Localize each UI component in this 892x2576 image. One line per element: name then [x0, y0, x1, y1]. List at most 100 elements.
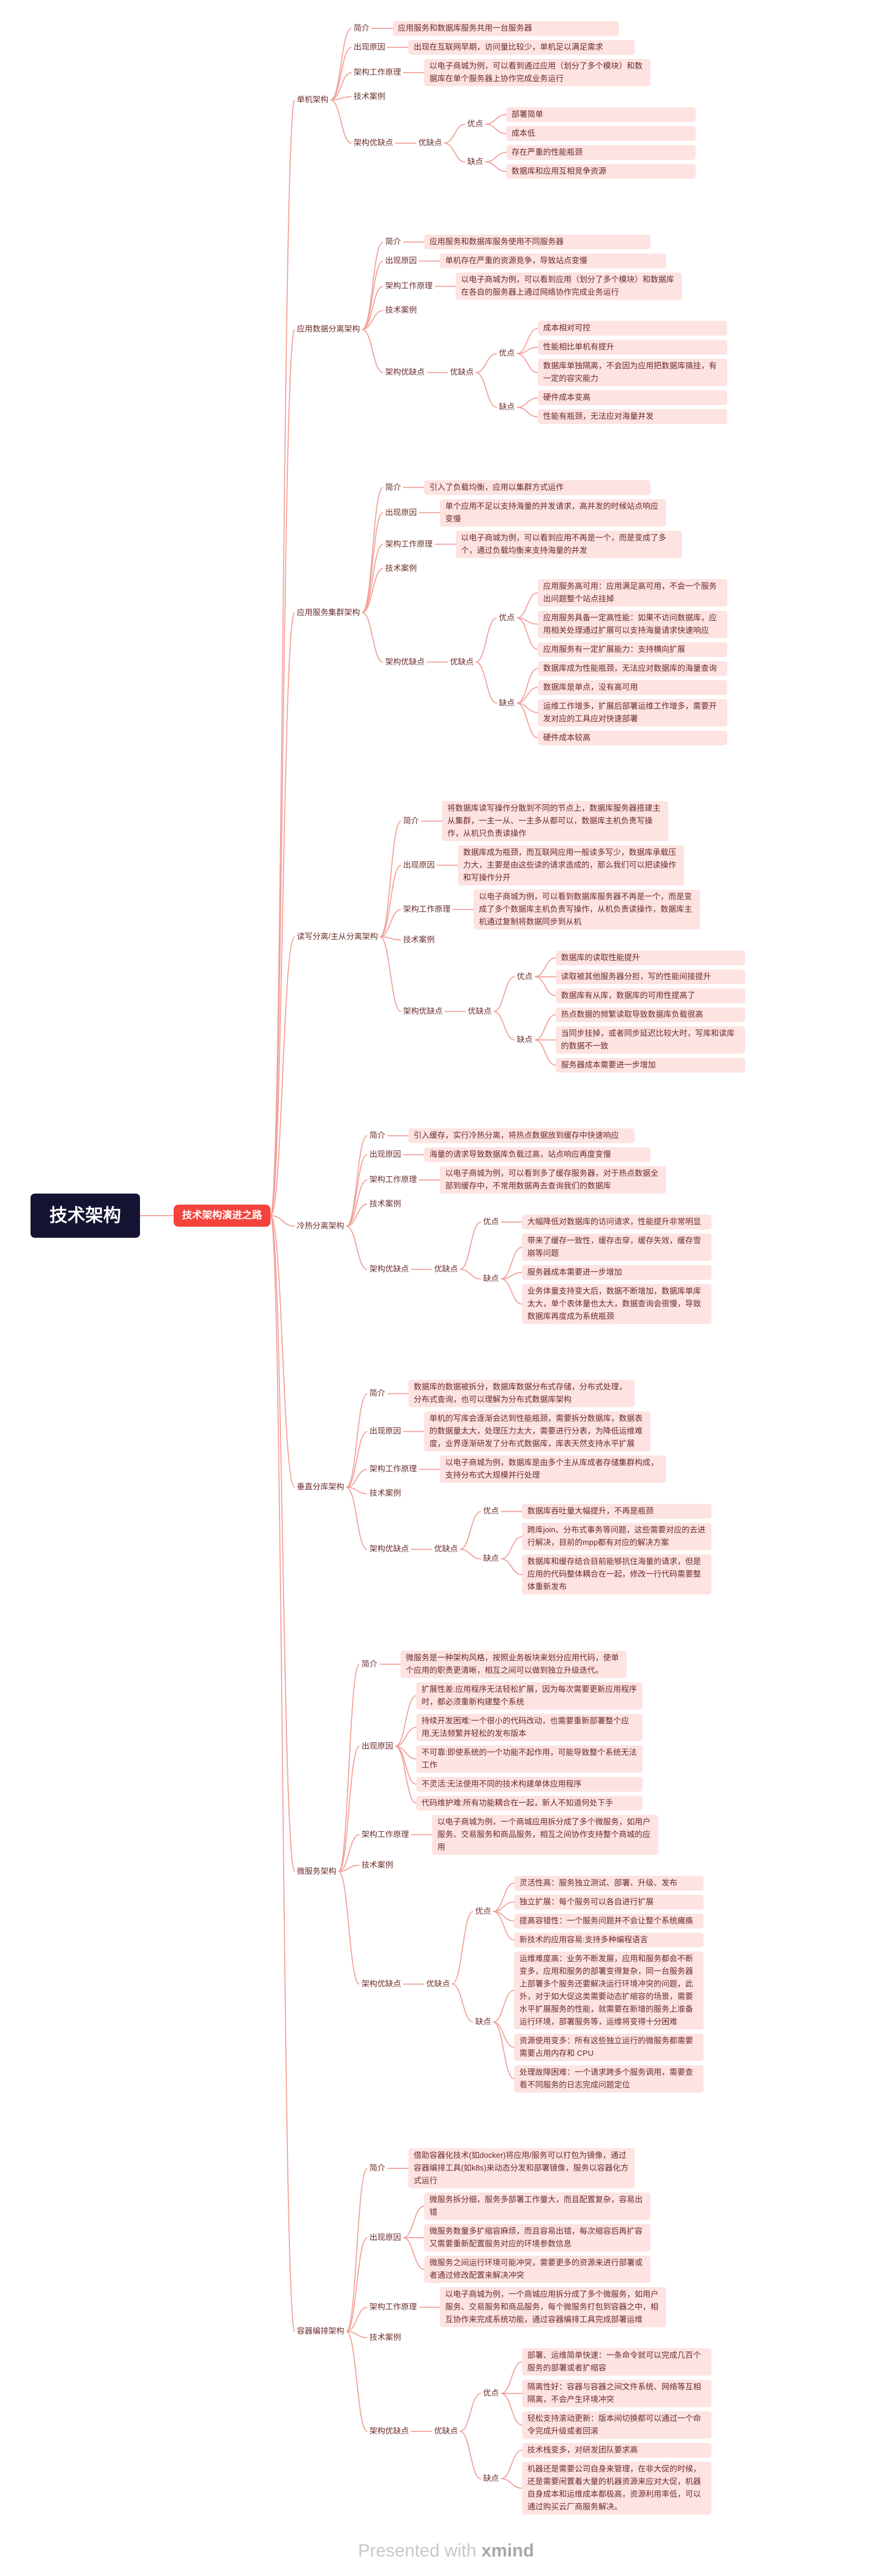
- node-detail[interactable]: 热点数据的频繁读取导致数据库负载很高: [556, 1007, 745, 1022]
- node-detail[interactable]: 成本低: [506, 126, 696, 141]
- node-detail[interactable]: 应用服务和数据库服务使用不同服务器: [424, 235, 650, 250]
- node-topic[interactable]: 简介: [369, 1389, 386, 1398]
- node-topic[interactable]: 优点: [499, 613, 515, 622]
- node-detail[interactable]: 部署简单: [506, 107, 696, 122]
- main-topic[interactable]: 技术架构演进之路: [174, 1205, 271, 1227]
- node-topic[interactable]: 容器编排架构: [297, 2327, 345, 2336]
- node-detail[interactable]: 引入了负载均衡，应用以集群方式运作: [424, 480, 650, 495]
- node-detail[interactable]: 以电子商城为例，可以看到应用不再是一个，而是变成了多个，通过负载均衡来支持海量的…: [456, 530, 682, 558]
- node-detail[interactable]: 单机存在严重的资源竞争，导致站点变慢: [440, 254, 666, 269]
- node-topic[interactable]: 架构优缺点: [369, 2427, 409, 2436]
- node-detail[interactable]: 以电子商城为例，数据库是由多个主从库成者存储集群构成，支持分布式大规模并行处理: [440, 1456, 666, 1483]
- node-topic[interactable]: 缺点: [499, 402, 515, 412]
- node-topic[interactable]: 冷热分离架构: [297, 1221, 345, 1231]
- node-topic[interactable]: 架构优缺点: [362, 1979, 402, 1988]
- node-topic[interactable]: 缺点: [475, 2017, 492, 2026]
- node-detail[interactable]: 应用服务有一定扩展能力：支持横向扩展: [538, 642, 727, 657]
- node-topic[interactable]: 架构工作原理: [354, 68, 402, 77]
- node-topic[interactable]: 技术案例: [403, 935, 435, 944]
- node-topic[interactable]: 简介: [369, 2164, 386, 2173]
- node-detail[interactable]: 以电子商城为例，可以看到数据库服务器不再是一个，而是变成了多个数据库主机负责写操…: [474, 889, 700, 930]
- node-detail[interactable]: 应用服务和数据库服务共用一台服务器: [393, 21, 619, 36]
- node-topic[interactable]: 架构工作原理: [369, 1464, 417, 1474]
- node-topic[interactable]: 出现原因: [403, 860, 435, 870]
- node-topic[interactable]: 缺点: [483, 1554, 499, 1563]
- node-detail[interactable]: 单机的写库会逐渐会达到性能瓶颈，需要拆分数据库，数据表的数据量太大，处理压力太大…: [424, 1411, 650, 1452]
- node-topic[interactable]: 架构工作原理: [369, 1175, 417, 1185]
- node-topic[interactable]: 读写分离/主从分离架构: [297, 932, 378, 941]
- node-topic[interactable]: 技术案例: [385, 563, 417, 573]
- node-topic[interactable]: 架构工作原理: [403, 904, 451, 914]
- node-detail[interactable]: 运维难度高：业务不断发展，应用和服务都会不断变多，应用和服务的部署变得复杂，同一…: [514, 1951, 704, 2029]
- node-detail[interactable]: 成本相对可控: [538, 321, 727, 336]
- node-detail[interactable]: 数据库是单点，没有高可用: [538, 680, 727, 695]
- root-topic[interactable]: 技术架构: [31, 1194, 140, 1238]
- node-detail[interactable]: 服务器成本需要进一步增加: [522, 1265, 711, 1280]
- node-topic[interactable]: 应用服务集群架构: [297, 608, 360, 617]
- node-detail[interactable]: 新技术的应用容易:支持多种编程语言: [514, 1932, 704, 1947]
- node-detail[interactable]: 数据库和缓存结合目前能够抗住海量的请求，但是应用的代码整体耦合在一起，修改一行代…: [522, 1554, 711, 1595]
- node-topic[interactable]: 出现原因: [369, 2233, 402, 2242]
- node-topic[interactable]: 优点: [499, 349, 515, 358]
- node-topic[interactable]: 微服务架构: [297, 1866, 337, 1876]
- node-topic[interactable]: 优点: [467, 119, 484, 128]
- node-detail[interactable]: 应用服务高可用：应用满足高可用，不会一个服务出问题整个站点挂掉: [538, 579, 727, 607]
- node-detail[interactable]: 隔离性好：容器与容器之间文件系统、网络等互相隔离，不会产生环境冲突: [522, 2380, 711, 2407]
- node-topic[interactable]: 简介: [369, 1131, 386, 1140]
- node-topic[interactable]: 架构优缺点: [385, 368, 425, 377]
- node-detail[interactable]: 数据库的读取性能提升: [556, 950, 745, 965]
- node-detail[interactable]: 跨库join、分布式事务等问题，这些需要对应的去进行解决，目前的mpp都有对应的…: [522, 1523, 711, 1551]
- node-topic[interactable]: 技术案例: [369, 2333, 402, 2342]
- node-detail[interactable]: 读取被其他服务器分担，写的性能间接提升: [556, 969, 745, 984]
- node-topic[interactable]: 优点: [483, 2389, 499, 2398]
- node-topic[interactable]: 架构优缺点: [354, 138, 394, 147]
- node-topic[interactable]: 出现原因: [385, 508, 417, 517]
- node-detail[interactable]: 带来了缓存一致性，缓存击穿，缓存失效，缓存雪崩等问题: [522, 1234, 711, 1261]
- node-detail[interactable]: 扩展性差:应用程序无法轻松扩展，因为每次需要更新应用程序时，都必须重新构建整个系…: [416, 1682, 643, 1710]
- node-detail[interactable]: 数据库成为瓶颈，而互联网应用一般读多写少，数据库承载压力大，主要是由这些读的请求…: [458, 845, 684, 885]
- node-topic[interactable]: 出现原因: [385, 256, 417, 266]
- node-topic[interactable]: 缺点: [483, 2474, 499, 2483]
- node-topic[interactable]: 垂直分库架构: [297, 1482, 345, 1492]
- node-topic[interactable]: 技术案例: [385, 306, 417, 315]
- node-detail[interactable]: 技术栈变多，对研发团队要求高: [522, 2443, 711, 2458]
- node-detail[interactable]: 以电子商城为例，一个商城应用拆分成了多个微服务，如用户服务、交易服务和商品服务，…: [432, 1814, 658, 1855]
- node-topic[interactable]: 架构工作原理: [369, 2302, 417, 2311]
- node-detail[interactable]: 服务器成本需要进一步增加: [556, 1057, 745, 1073]
- node-detail[interactable]: 代码维护难:所有功能耦合在一起，新人不知道何处下手: [416, 1795, 643, 1811]
- node-topic[interactable]: 架构优缺点: [369, 1265, 409, 1274]
- node-detail[interactable]: 硬件成本较高: [538, 730, 727, 745]
- node-topic[interactable]: 简介: [354, 24, 370, 33]
- node-detail[interactable]: 轻松支持滚动更新：版本间切换都可以通过一个命令完成升级或者回滚: [522, 2411, 711, 2439]
- node-detail[interactable]: 灵活性高：服务独立测试、部署、升级、发布: [514, 1875, 704, 1891]
- node-topic[interactable]: 优点: [475, 1906, 492, 1916]
- node-topic[interactable]: 技术案例: [369, 1489, 402, 1498]
- node-detail[interactable]: 独立扩展：每个服务可以各自进行扩展: [514, 1894, 704, 1910]
- node-detail[interactable]: 微服务是一种架构风格，按照业务板块来划分应用代码，使单个应用的职责更清晰，相互之…: [400, 1650, 627, 1678]
- node-detail[interactable]: 处理故障困难：一个请求跨多个服务调用，需要查看不同服务的日志完成问题定位: [514, 2065, 704, 2093]
- node-detail[interactable]: 提高容错性：一个服务问题并不会让整个系统瘫痪: [514, 1913, 704, 1928]
- node-detail[interactable]: 海量的请求导致数据库负载过高，站点响应再度变慢: [424, 1147, 650, 1163]
- node-detail[interactable]: 将数据库读写操作分散到不同的节点上，数据库服务器搭建主从集群，一主一从、一主多从…: [442, 801, 668, 841]
- node-topic[interactable]: 技术案例: [362, 1860, 394, 1870]
- node-detail[interactable]: 微服务拆分细，服务多部署工作量大，而且配置复杂，容易出错: [424, 2193, 650, 2220]
- node-detail[interactable]: 数据库的数据被拆分，数据库数据分布式存储，分布式处理，分布式查询，也可以理解为分…: [408, 1380, 635, 1408]
- node-detail[interactable]: 数据库单独隔离，不会因为应用把数据库搞挂，有一定的容灾能力: [538, 359, 727, 387]
- node-detail[interactable]: 以电子商城为例，可以看到应用（划分了多个模块）和数据库在各自的服务器上通过网络协…: [456, 272, 682, 300]
- node-detail[interactable]: 借助容器化技术(如docker)将应用/服务可以打包为镜像，通过容器编排工具(如…: [408, 2148, 635, 2188]
- node-detail[interactable]: 资源使用变多：所有这些独立运行的微服务都需要需要占用内存和 CPU: [514, 2033, 704, 2061]
- node-topic[interactable]: 优缺点: [450, 368, 474, 377]
- node-detail[interactable]: 数据库成为性能瓶颈，无法应对数据库的海量查询: [538, 661, 727, 676]
- node-topic[interactable]: 架构工作原理: [362, 1830, 409, 1839]
- node-detail[interactable]: 不灵活:无法使用不同的技术构建单体应用程序: [416, 1776, 643, 1792]
- node-topic[interactable]: 架构优缺点: [385, 657, 425, 666]
- node-topic[interactable]: 缺点: [483, 1274, 499, 1284]
- node-topic[interactable]: 缺点: [467, 157, 484, 166]
- node-topic[interactable]: 简介: [385, 237, 402, 247]
- node-topic[interactable]: 优点: [517, 972, 533, 981]
- node-detail[interactable]: 以电子商城为例，可以看到通过应用（划分了多个模块）和数据库在单个服务器上协作完成…: [424, 59, 650, 86]
- node-topic[interactable]: 简介: [403, 816, 419, 825]
- node-detail[interactable]: 大幅降低对数据库的访问请求，性能提升非常明显: [522, 1215, 711, 1230]
- node-detail[interactable]: 应用服务具备一定高性能：如果不访问数据库，应用相关处理通过扩展可以支持海量请求快…: [538, 610, 727, 638]
- node-detail[interactable]: 单个应用不足以支持海量的并发请求，高并发的时候站点响应变慢: [440, 499, 666, 527]
